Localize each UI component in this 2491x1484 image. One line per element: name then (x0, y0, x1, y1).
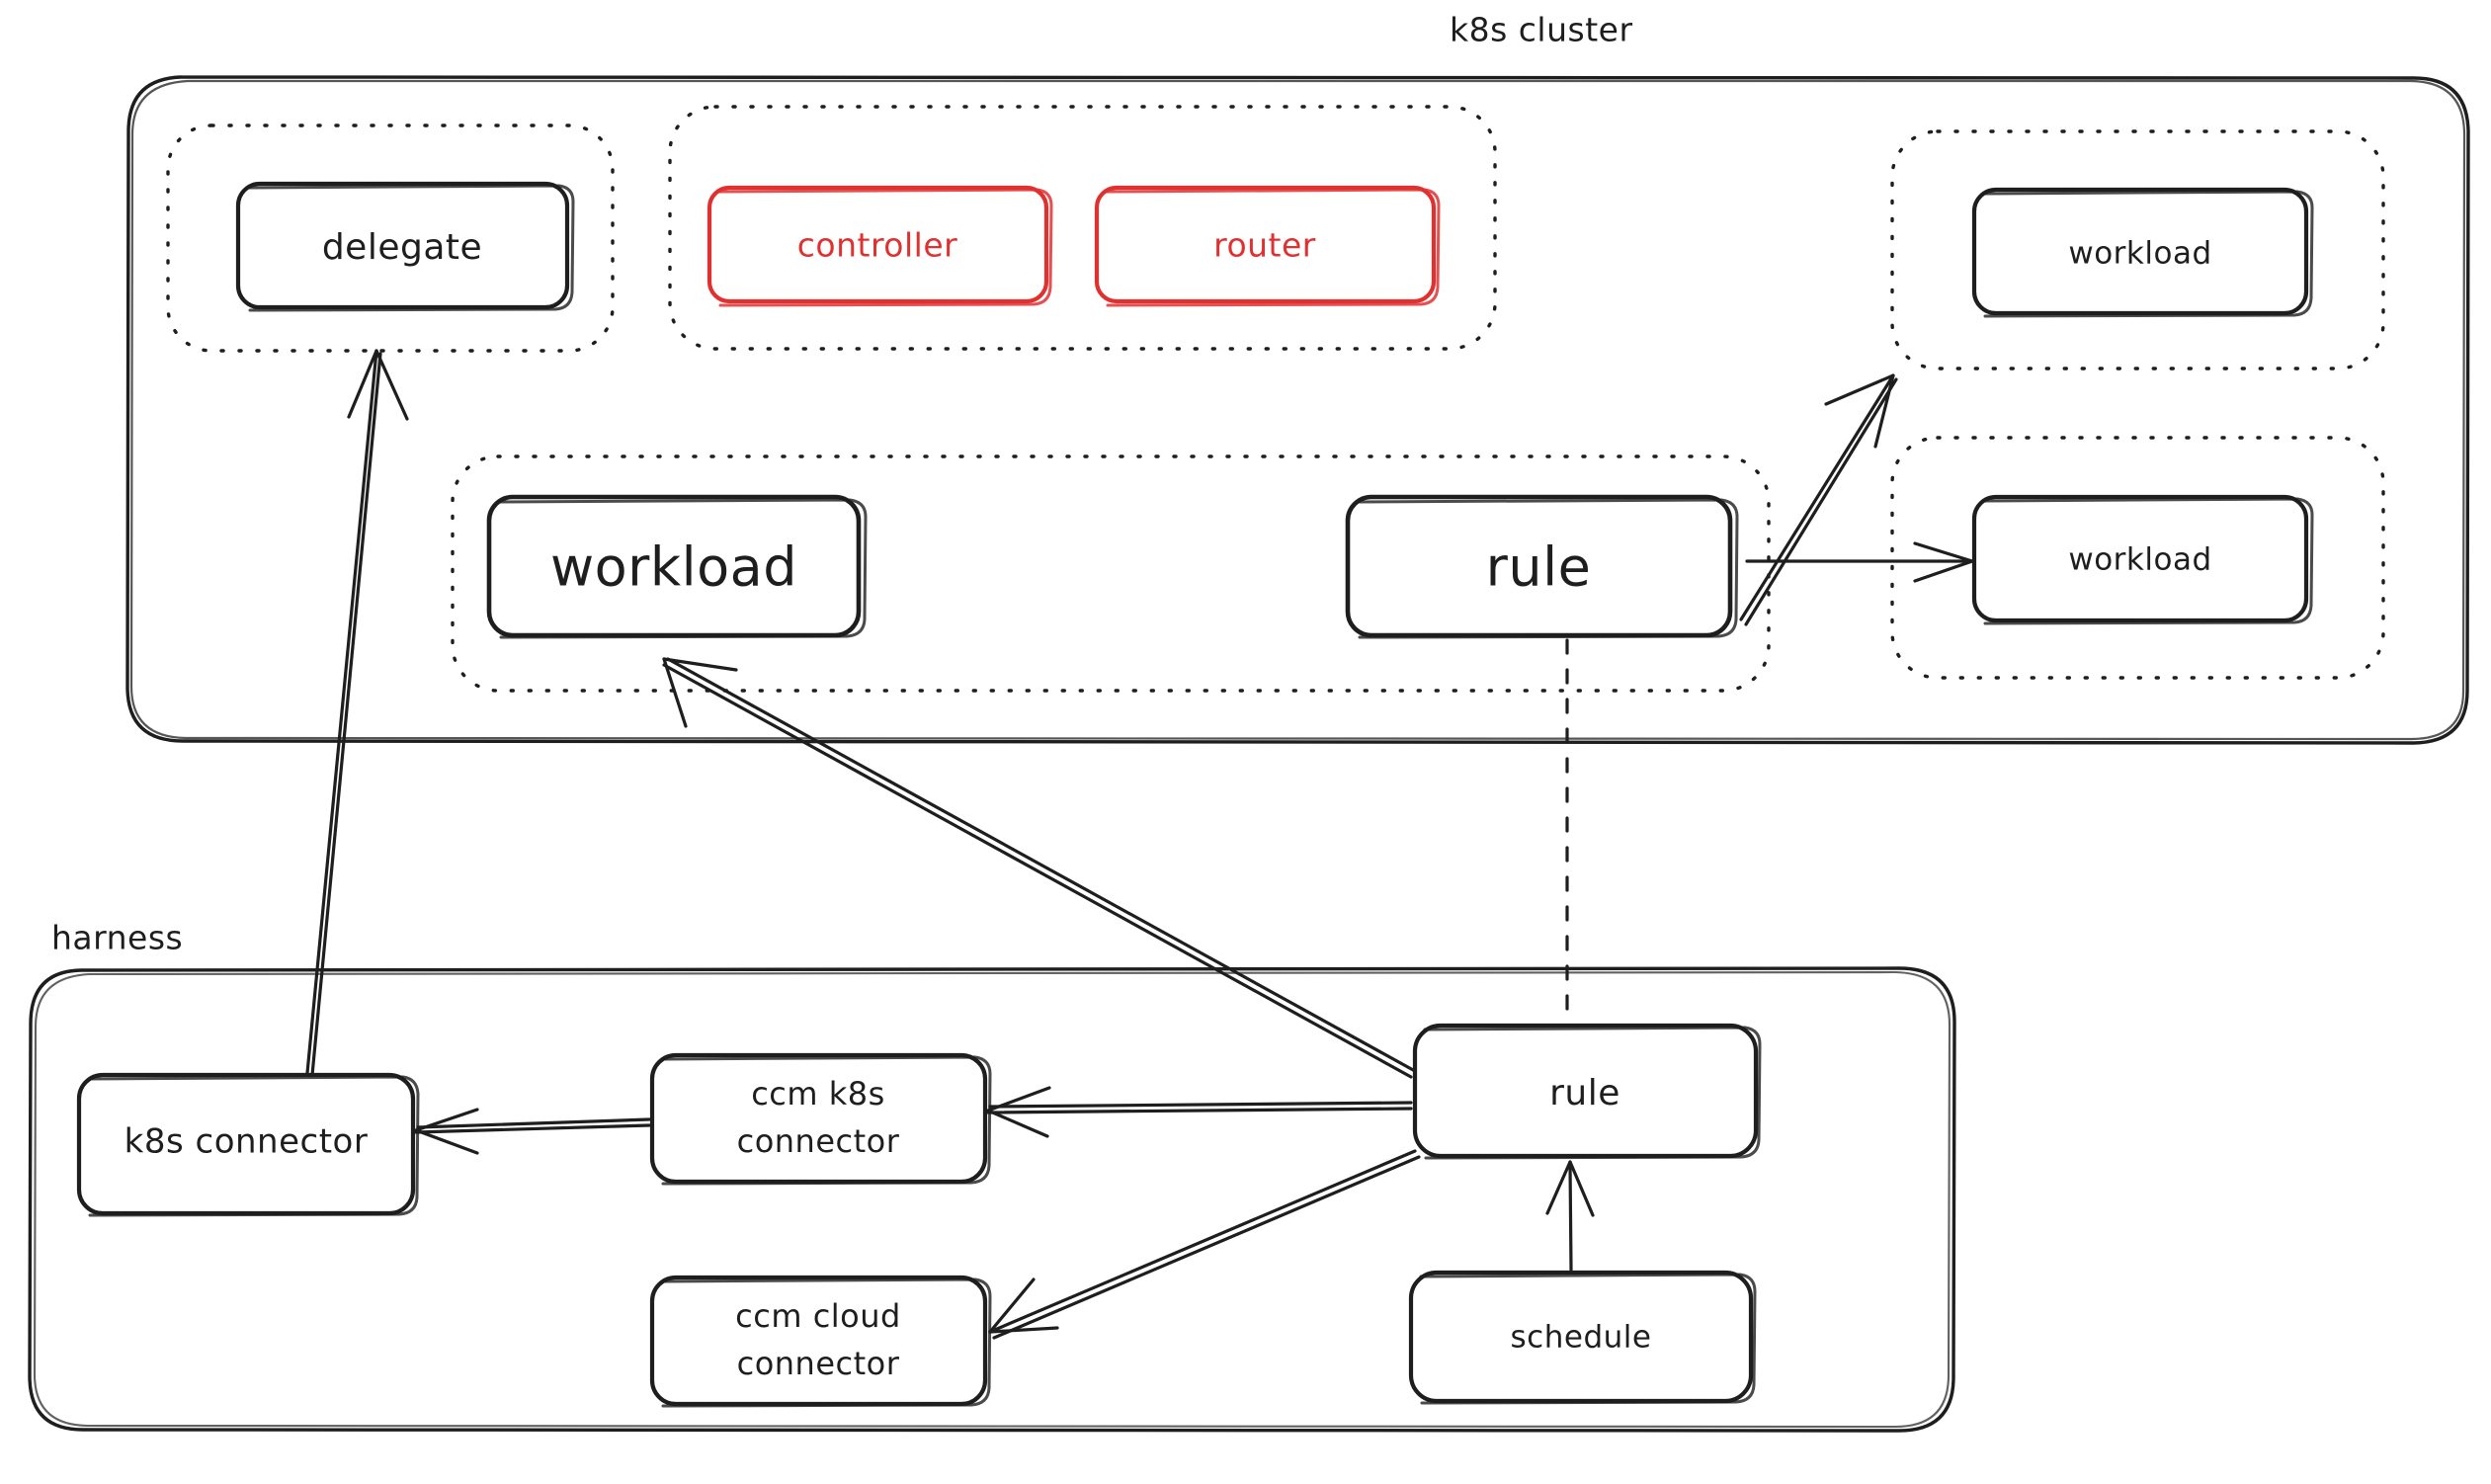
node-delegate-label: delegate (322, 227, 482, 268)
edge-rule-cluster-to-workload-bottom (1745, 541, 1974, 583)
node-rule-cluster[interactable]: rule (1345, 494, 1739, 639)
node-workload-right-top-label: workload (2068, 236, 2211, 272)
edge-rule-cluster-to-workload-top (1739, 373, 1898, 626)
edge-rule-harness-to-ccm-k8s-connector (986, 1086, 1413, 1138)
group-delegate-namespace (166, 124, 615, 353)
node-ccm-cloud-connector-label-line1: ccm cloud (735, 1297, 901, 1335)
node-workload-center-label: workload (550, 536, 797, 599)
edge-rule-harness-to-workload-center (662, 657, 1417, 1079)
node-delegate[interactable]: delegate (235, 181, 575, 312)
node-ccm-k8s-connector-label-line1: ccm k8s (751, 1075, 885, 1113)
node-ccm-k8s-connector-label-line2: connector (737, 1122, 900, 1160)
edge-schedule-to-rule-harness (1545, 1160, 1595, 1272)
group-workload-top-namespace (1890, 129, 2385, 371)
group-harness (28, 966, 1956, 1433)
edge-rule-harness-to-ccm-cloud-connector (988, 1149, 1421, 1340)
node-rule-harness-label: rule (1549, 1073, 1620, 1113)
node-controller[interactable]: controller (706, 185, 1053, 307)
node-schedule-label: schedule (1511, 1320, 1652, 1356)
edge-ccm-k8s-connector-to-k8s-connector (414, 1108, 651, 1155)
node-router-label: router (1213, 226, 1316, 265)
group-k8s-cluster (125, 75, 2470, 745)
node-ccm-cloud-connector[interactable]: ccm cloud connector (649, 1275, 992, 1408)
node-rule-cluster-label: rule (1486, 536, 1592, 599)
node-k8s-connector[interactable]: k8s connector (76, 1072, 420, 1217)
node-controller-label: controller (797, 226, 957, 265)
node-ccm-cloud-connector-label-line2: connector (737, 1345, 900, 1382)
node-workload-right-top[interactable]: workload (1971, 187, 2314, 318)
node-rule-harness[interactable]: rule (1412, 1023, 1762, 1160)
node-workload-right-bottom-label: workload (2068, 542, 2211, 578)
node-k8s-connector-label: k8s connector (125, 1122, 369, 1162)
node-workload-right-bottom[interactable]: workload (1971, 494, 2314, 625)
edge-k8s-connector-to-delegate (305, 349, 409, 1077)
k8s-cluster-label: k8s cluster (1450, 11, 1633, 49)
node-workload-center[interactable]: workload (486, 494, 868, 639)
harness-label: harness (51, 919, 183, 957)
node-router[interactable]: router (1094, 185, 1441, 307)
group-workload-bottom-namespace (1890, 436, 2385, 680)
node-schedule[interactable]: schedule (1408, 1270, 1757, 1405)
node-ccm-k8s-connector[interactable]: ccm k8s connector (649, 1052, 992, 1186)
